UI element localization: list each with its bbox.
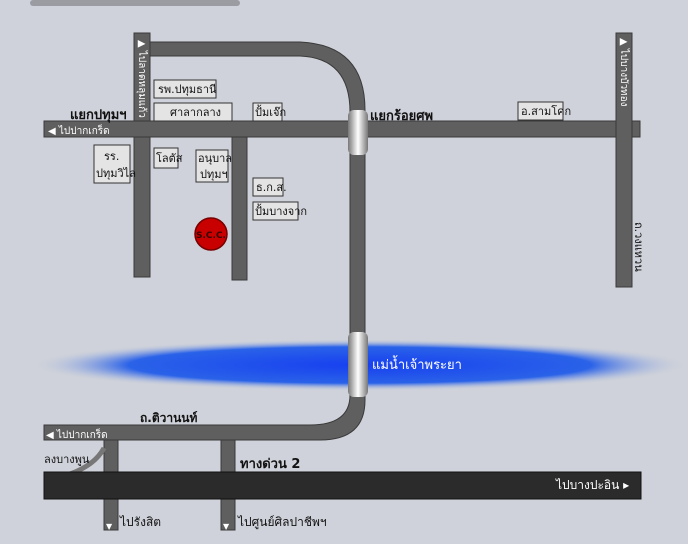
svg-text:ปทุมวิไล: ปทุมวิไล xyxy=(96,167,136,180)
landmark-school: รร. ปทุมวิไล xyxy=(93,144,136,184)
label-tiwanon: ถ.ติวานนท์ xyxy=(140,411,198,425)
road-horizontal xyxy=(43,120,641,138)
road-side xyxy=(231,136,248,281)
svg-text:ปั้มบางจาก: ปั้มบางจาก xyxy=(255,203,307,218)
label-to-pak-kret: ◀ ไปปากเกร็ด xyxy=(48,123,110,137)
landmark-city-hall: ศาลากลาง xyxy=(153,102,233,122)
label-expressway-2: ทางด่วน 2 xyxy=(240,457,300,472)
label-ring-road: ถ.วงแหวน xyxy=(632,222,645,272)
svg-text:▼: ▼ xyxy=(223,522,230,531)
top-tab xyxy=(30,0,240,6)
label-bang-phun: ลงบางพูน xyxy=(44,453,90,466)
svg-text:โลตัส: โลตัส xyxy=(156,151,183,165)
svg-text:▼: ▼ xyxy=(106,522,113,531)
landmark-gas-jek: ปั้มเจ๊ก xyxy=(252,102,286,122)
svg-text:ธ.ก.ส.: ธ.ก.ส. xyxy=(256,181,287,194)
svg-text:ปทุมฯ: ปทุมฯ xyxy=(200,168,228,181)
junction-roi-sop: แยกร้อยศพ xyxy=(370,108,433,124)
label-to-pak-kret-bottom: ◀ ไปปากเกร็ด xyxy=(46,427,108,441)
svg-text:อนุบาล: อนุบาล xyxy=(198,152,232,165)
road-lat-lum-kaeo xyxy=(133,32,151,278)
landmark-lotus: โลตัส xyxy=(153,147,183,169)
landmark-baac: ธ.ก.ส. xyxy=(252,177,287,197)
label-to-rangsit: ไปรังสิต xyxy=(119,515,161,529)
svg-text:รพ.ปทุมธานี: รพ.ปทุมธานี xyxy=(158,83,217,96)
bridge-top xyxy=(348,110,368,155)
expressway xyxy=(43,471,642,500)
road-main-curve xyxy=(43,41,366,441)
svg-text:S.C.C.: S.C.C. xyxy=(196,231,226,241)
landmark-hospital: รพ.ปทุมธานี xyxy=(153,79,217,99)
label-to-bang-bua-thong: ▲ ไปบางบัวทอง xyxy=(618,38,630,107)
label-to-bang-pa-in: ไปบางปะอิน ▸ xyxy=(555,478,629,492)
label-to-silpachip: ไปศูนย์ศิลปาชีพฯ xyxy=(237,515,327,530)
label-river: แม่น้ำเจ้าพระยา xyxy=(372,355,462,373)
roads xyxy=(43,32,642,531)
svg-text:อ.สามโคก: อ.สามโคก xyxy=(521,104,571,118)
svg-text:ศาลากลาง: ศาลากลาง xyxy=(170,106,221,119)
svg-text:ปั้มเจ๊ก: ปั้มเจ๊ก xyxy=(255,104,286,119)
destination-marker[interactable]: S.C.C. xyxy=(194,217,228,251)
landmark-gas-bangjak: ปั้มบางจาก xyxy=(252,201,307,221)
road-ring xyxy=(615,32,633,288)
label-to-lat-lum-kaeo: ▲ ไปลาดหลุมแก้ว xyxy=(136,40,148,118)
landmark-sam-khok: อ.สามโคก xyxy=(517,101,571,121)
junction-pathum: แยกปทุมฯ xyxy=(70,108,127,123)
bridge-river xyxy=(348,332,368,397)
svg-text:รร.: รร. xyxy=(104,150,119,163)
